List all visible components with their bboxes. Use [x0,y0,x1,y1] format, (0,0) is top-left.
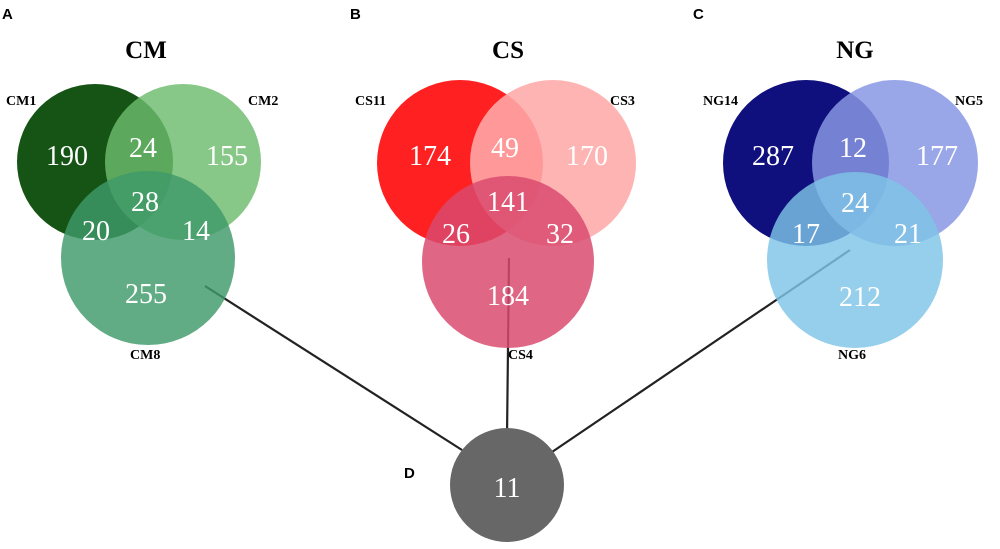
count-cs-only-cs3: 170 [566,141,608,172]
set-label-cs3: CS3 [610,94,635,109]
count-shared: 11 [494,473,521,504]
panel-cm: A CM CM1 CM2 CM8 190 24 155 28 20 14 255 [2,6,278,363]
count-cm-cm1-cm8: 20 [82,216,110,247]
count-ng-all: 24 [841,188,869,219]
panel-ng: C NG NG14 NG5 NG6 287 12 177 24 17 21 21… [693,6,983,363]
count-ng-only-ng14: 287 [752,141,794,172]
set-label-ng5: NG5 [955,94,983,109]
panel-shared: D 11 [404,428,564,542]
panel-letter-d: D [404,465,415,482]
count-ng-ng14-ng5: 12 [839,133,867,164]
count-cm-all: 28 [131,187,159,218]
count-ng-ng5-ng6: 21 [894,219,922,250]
panel-title-cs: CS [492,37,524,64]
circle-shared [450,428,564,542]
count-ng-only-ng6: 212 [839,282,881,313]
count-cs-cs11-cs4: 26 [442,219,470,250]
set-label-cm8: CM8 [130,348,160,363]
panel-title-ng: NG [836,37,874,64]
panel-letter-c: C [693,6,704,23]
panel-letter-a: A [2,6,13,23]
set-label-cs11: CS11 [355,94,386,109]
count-cs-only-cs4: 184 [487,281,529,312]
count-cs-cs11-cs3: 49 [491,133,519,164]
set-label-cm2: CM2 [248,94,278,109]
panel-cs: B CS CS11 CS3 CS4 174 49 170 141 26 32 1… [350,6,636,363]
count-ng-ng14-ng6: 17 [792,219,820,250]
count-cm-only-cm2: 155 [206,141,248,172]
connector-cm [204,285,463,451]
set-label-ng14: NG14 [703,94,738,109]
count-cs-cs3-cs4: 32 [546,219,574,250]
set-label-cs4: CS4 [508,348,533,363]
count-cm-cm1-cm2: 24 [129,133,157,164]
set-label-ng6: NG6 [838,348,866,363]
count-cm-cm2-cm8: 14 [182,216,210,247]
panel-letter-b: B [350,6,361,23]
count-cm-only-cm8: 255 [125,279,167,310]
count-ng-only-ng5: 177 [916,141,958,172]
circle-ng6 [767,172,943,348]
set-label-cm1: CM1 [6,94,36,109]
count-cs-all: 141 [487,187,529,218]
circle-cs4 [422,176,594,348]
panel-title-cm: CM [125,37,167,64]
circle-cm8 [61,171,235,345]
count-cs-only-cs11: 174 [409,141,451,172]
count-cm-only-cm1: 190 [46,141,88,172]
